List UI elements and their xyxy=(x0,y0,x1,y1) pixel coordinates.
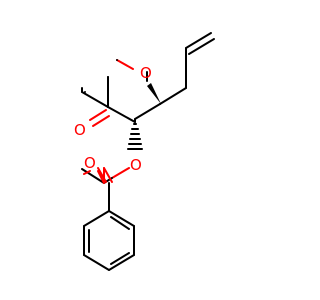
wedge-bond-methoxy xyxy=(146,71,161,104)
vinyl-group xyxy=(185,32,215,89)
ester-group: O xyxy=(81,154,130,212)
carbon-chain xyxy=(107,76,187,123)
ketone-group: O xyxy=(74,76,110,139)
methoxy-group: O xyxy=(116,59,152,82)
carbonyl-oxygen-label: O xyxy=(84,154,96,172)
methoxy-oxygen-label: O xyxy=(140,64,152,82)
hashed-bond-ester: O xyxy=(127,123,143,174)
ester-oxygen-label: O xyxy=(130,156,142,174)
ketone-oxygen-label: O xyxy=(74,121,86,139)
benzene-ring xyxy=(83,210,135,271)
molecule-structure-diagram: O O O O xyxy=(74,32,215,271)
